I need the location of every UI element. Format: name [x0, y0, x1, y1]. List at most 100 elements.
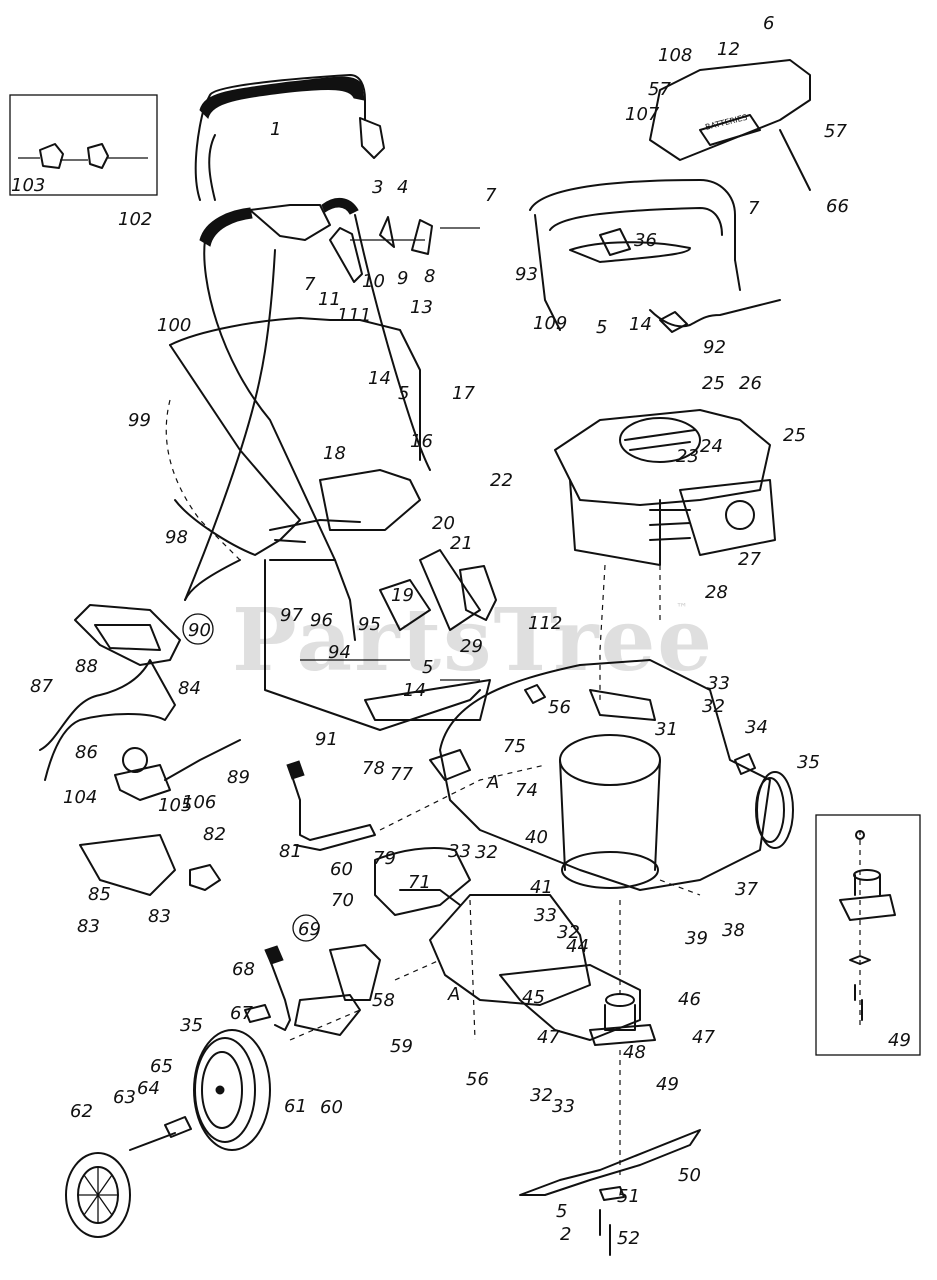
callout-64: 64	[137, 1078, 160, 1099]
callout-27: 27	[738, 549, 761, 570]
battery-decal: BATTERIES	[704, 113, 748, 132]
callout-105: 105	[158, 795, 192, 816]
callout-62: 62	[70, 1101, 93, 1122]
callout-23: 23	[676, 446, 699, 467]
callout-75: 75	[503, 736, 526, 757]
callout-108: 108	[658, 45, 692, 66]
callout-60: 60	[320, 1097, 343, 1118]
callout-7: 7	[304, 274, 316, 295]
callout-47: 47	[692, 1027, 715, 1048]
callout-12: 12	[717, 39, 740, 60]
callout-109: 109	[533, 313, 567, 334]
height-adjuster-right	[286, 749, 471, 851]
callout-97: 97	[280, 605, 303, 626]
callout-95: 95	[358, 614, 381, 635]
callout-13: 13	[410, 297, 433, 318]
callout-5: 5	[422, 657, 433, 678]
callout-29: 29	[460, 636, 483, 657]
callout-7: 7	[485, 185, 497, 206]
callout-17: 17	[452, 383, 475, 404]
callout-82: 82	[203, 824, 226, 845]
callout-46: 46	[678, 989, 701, 1010]
callout-5: 5	[556, 1201, 567, 1222]
callout-89: 89	[227, 767, 250, 788]
callout-25: 25	[783, 425, 806, 446]
callout-22: 22	[490, 470, 513, 491]
callout-47: 47	[537, 1027, 560, 1048]
callout-21: 21	[450, 533, 473, 554]
inset-103	[9, 94, 158, 196]
callout-85: 85	[88, 884, 111, 905]
callout-24: 24	[700, 436, 723, 457]
callout-99: 99	[128, 410, 151, 431]
callout-57: 57	[648, 79, 671, 100]
callout-78: 78	[362, 758, 385, 779]
callout-7: 7	[748, 198, 760, 219]
callout-28: 28	[705, 582, 728, 603]
callout-35: 35	[797, 752, 820, 773]
control-assembly	[79, 739, 241, 896]
callout-79: 79	[373, 848, 396, 869]
circle-markers	[182, 613, 320, 942]
callout-67: 67	[230, 1003, 253, 1024]
callout-87: 87	[30, 676, 53, 697]
callout-111: 111	[337, 305, 371, 326]
callout-69: 69	[298, 919, 321, 940]
callout-8: 8	[424, 266, 435, 287]
callout-33: 33	[552, 1096, 575, 1117]
blade-assembly	[519, 900, 701, 1256]
callout-41: 41	[530, 877, 553, 898]
callout-18: 18	[323, 443, 346, 464]
callout-37: 37	[735, 879, 758, 900]
callout-91: 91	[315, 729, 338, 750]
callout-84: 84	[178, 678, 201, 699]
callout-49: 49	[888, 1030, 911, 1051]
inset-49	[815, 814, 921, 1056]
callout-32: 32	[475, 842, 498, 863]
callout-77: 77	[390, 764, 413, 785]
callout-88: 88	[75, 656, 98, 677]
mower-deck	[439, 659, 771, 891]
callout-94: 94	[328, 642, 351, 663]
callout-32: 32	[557, 922, 580, 943]
callout-86: 86	[75, 742, 98, 763]
callout-63: 63	[113, 1087, 136, 1108]
callout-83: 83	[77, 916, 100, 937]
callout-52: 52	[617, 1228, 640, 1249]
callout-66: 66	[826, 196, 849, 217]
callout-71: 71	[408, 872, 431, 893]
callout-49: 49	[656, 1074, 679, 1095]
lower-handle	[199, 197, 480, 561]
callout-56: 56	[466, 1069, 489, 1090]
callout-59: 59	[390, 1036, 413, 1057]
callout-48: 48	[623, 1042, 646, 1063]
callout-61: 61	[284, 1096, 307, 1117]
callout-50: 50	[678, 1165, 701, 1186]
callout-1: 1	[270, 119, 281, 140]
callout-106: 106	[182, 792, 216, 813]
callout-58: 58	[372, 990, 395, 1011]
callout-A: A	[447, 984, 460, 1005]
callout-3: 3	[372, 177, 383, 198]
callout-98: 98	[165, 527, 188, 548]
callout-32: 32	[530, 1085, 553, 1106]
callout-19: 19	[391, 585, 414, 606]
callout-68: 68	[232, 959, 255, 980]
callout-16: 16	[410, 431, 433, 452]
callout-11: 11	[318, 289, 341, 310]
callout-5: 5	[596, 317, 607, 338]
callout-102: 102	[118, 209, 152, 230]
callout-5: 5	[398, 383, 409, 404]
callout-112: 112	[528, 613, 562, 634]
callout-65: 65	[150, 1056, 173, 1077]
callout-36: 36	[634, 230, 657, 251]
callout-45: 45	[522, 987, 545, 1008]
callout-A: A	[486, 772, 499, 793]
callout-40: 40	[525, 827, 548, 848]
upper-handle	[194, 74, 385, 201]
callout-9: 9	[397, 268, 408, 289]
callout-93: 93	[515, 264, 538, 285]
callout-14: 14	[629, 314, 652, 335]
